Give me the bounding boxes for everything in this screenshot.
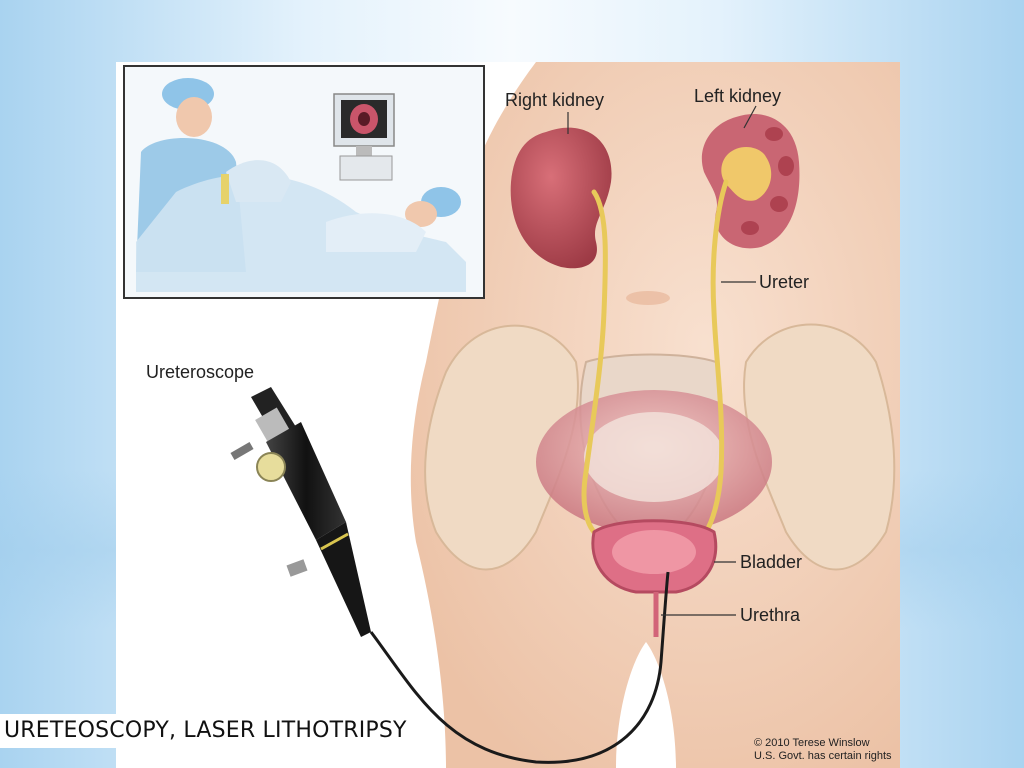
inset-procedure-image [123, 65, 485, 299]
anatomy-illustration: Right kidney Left kidney Ureter Ureteros… [116, 62, 900, 768]
ureteroscope [230, 387, 371, 637]
copyright-line-2: U.S. Govt. has certain rights [754, 750, 892, 762]
slide-caption: URETEOSCOPY, LASER LITHOTRIPSY [0, 714, 411, 748]
left-kidney-pelvis [721, 146, 772, 201]
label-bladder: Bladder [740, 552, 802, 572]
label-ureteroscope: Ureteroscope [146, 362, 254, 382]
illustration-svg: Right kidney Left kidney Ureter Ureteros… [123, 62, 900, 768]
label-left-kidney: Left kidney [694, 86, 781, 106]
pelvic-inner [584, 412, 724, 502]
left-kidney-calyces [741, 127, 794, 235]
label-urethra: Urethra [740, 605, 801, 625]
label-right-kidney: Right kidney [505, 90, 604, 110]
right-ureter [581, 189, 608, 535]
ureteroscope-cable [369, 571, 670, 764]
pelvis-left-bone [424, 324, 579, 571]
leader-lines [567, 105, 757, 616]
navel [626, 291, 670, 305]
left-ureter [703, 179, 729, 535]
pelvis-right-bone [743, 323, 896, 571]
bladder-inner [612, 530, 696, 574]
copyright-line-1: © 2010 Terese Winslow [754, 737, 870, 749]
label-ureter: Ureter [759, 272, 809, 292]
right-kidney [510, 127, 612, 269]
